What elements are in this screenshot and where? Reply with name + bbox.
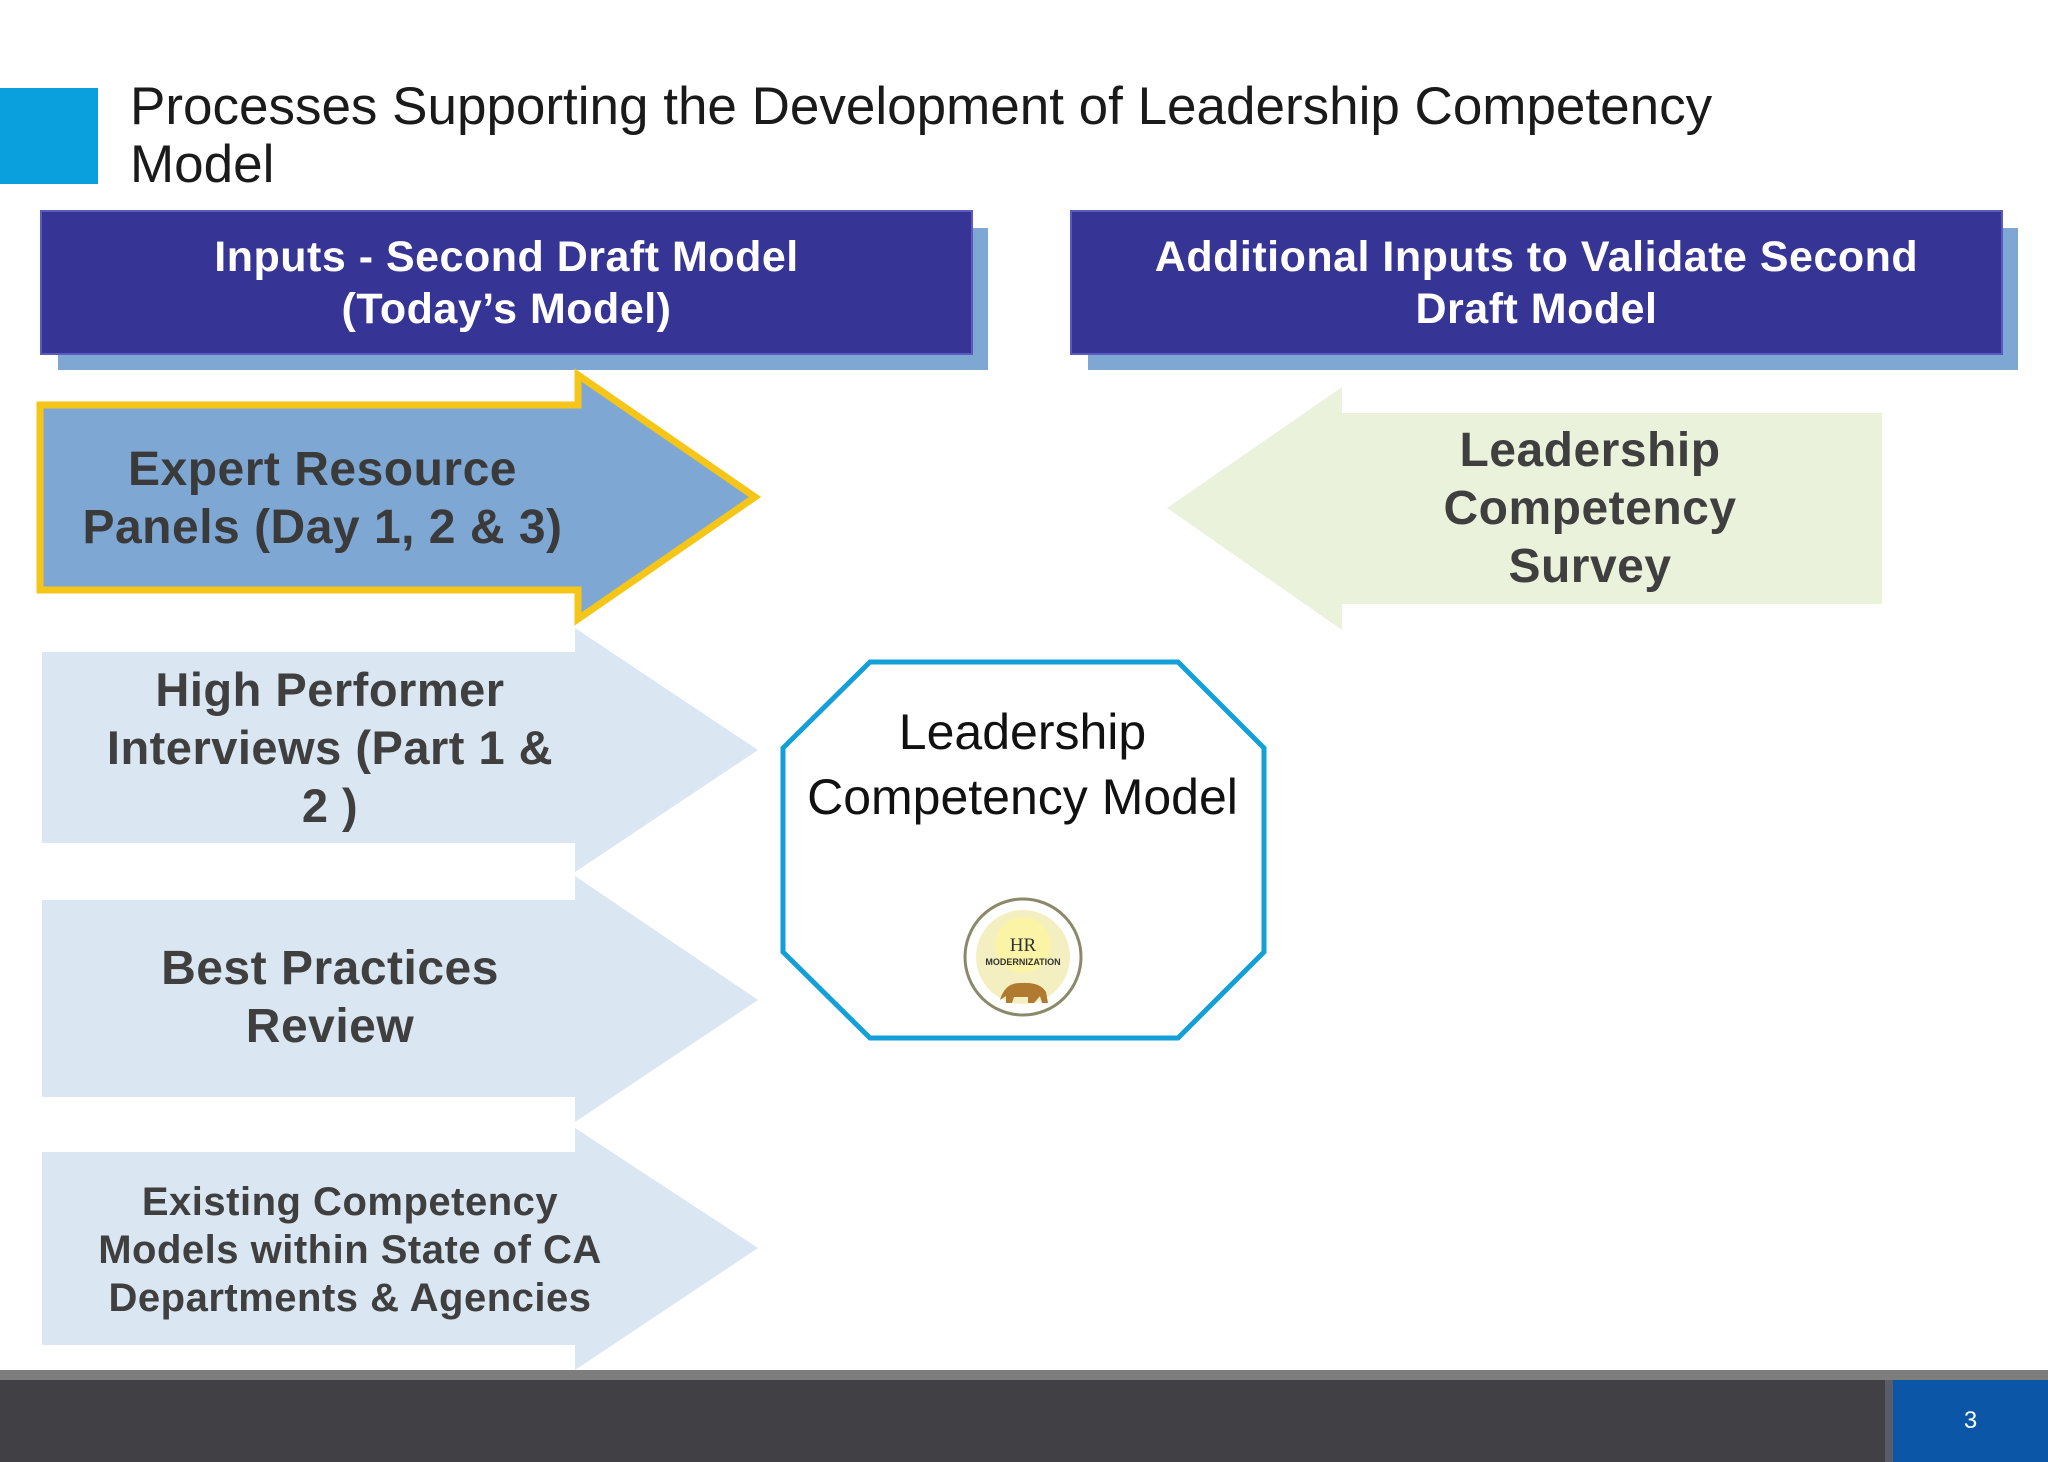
arrow-expert-resource-panels bbox=[36, 368, 762, 626]
hr-modernization-logo: HR MODERNIZATION bbox=[963, 897, 1083, 1017]
arrow-expert-resource-panels-label: Expert Resource Panels (Day 1, 2 & 3) bbox=[82, 443, 563, 554]
footer-bar bbox=[0, 1380, 2048, 1462]
arrow-high-performer-interviews bbox=[42, 628, 758, 872]
right-header: Additional Inputs to Validate Second Dra… bbox=[1070, 210, 2003, 355]
title-accent-bar bbox=[0, 88, 98, 184]
footer-divider bbox=[0, 1370, 2048, 1380]
arrow-existing-competency-models-label: Existing Competency Models within State … bbox=[98, 1179, 602, 1320]
arrow-best-practices-review bbox=[42, 876, 758, 1122]
arrow-leadership-competency-survey bbox=[1167, 387, 1882, 630]
center-label: Leadership Competency Model bbox=[807, 704, 1238, 825]
left-header-text: Inputs - Second Draft Model (Today’s Mod… bbox=[214, 232, 799, 333]
svg-text:MODERNIZATION: MODERNIZATION bbox=[985, 957, 1060, 967]
arrow-existing-competency-models bbox=[42, 1128, 758, 1370]
center-octagon bbox=[780, 659, 1267, 1041]
right-header-text: Additional Inputs to Validate Second Dra… bbox=[1154, 232, 1919, 333]
arrow-best-practices-review-label: Best Practices Review bbox=[161, 941, 499, 1053]
svg-text:HR: HR bbox=[1010, 935, 1037, 956]
page-title: Processes Supporting the Development of … bbox=[130, 77, 1713, 194]
page-number: 3 bbox=[1885, 1380, 2048, 1462]
arrow-high-performer-interviews-label: High Performer Interviews (Part 1 & 2 ) bbox=[106, 663, 554, 832]
arrow-leadership-competency-survey-label: Leadership Competency Survey bbox=[1443, 424, 1737, 593]
left-header: Inputs - Second Draft Model (Today’s Mod… bbox=[40, 210, 973, 355]
